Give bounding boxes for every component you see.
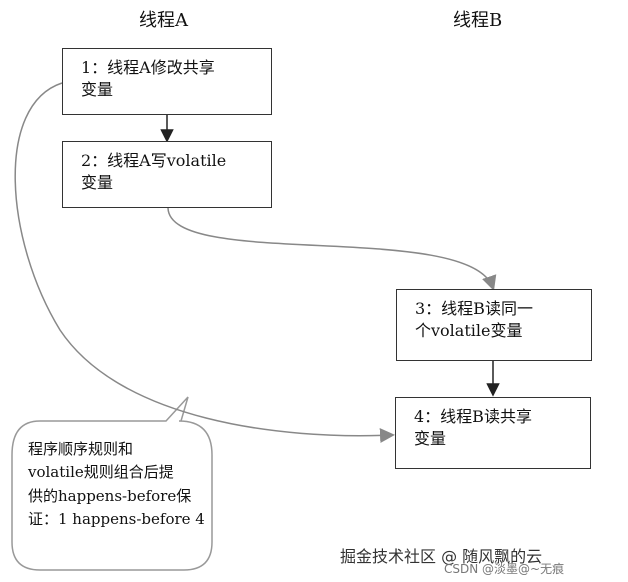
watermark-sub: CSDN @淡墨@~无痕 (444, 562, 565, 576)
step-1-box: 1：线程A修改共享 变量 (62, 48, 272, 115)
thread-b-label: 线程B (453, 10, 503, 31)
note-bubble-shape (11, 396, 213, 571)
arrow-box1-to-box4 (14, 82, 395, 444)
step-3-line-2: 个volatile变量 (415, 320, 523, 340)
rule-note-line-4: 证：1 happens-before 4 (28, 509, 205, 528)
step-2-line-1: 2：线程A写volatile (81, 151, 227, 170)
rule-note-line-3: 供的happens-before保 (28, 486, 192, 505)
watermark-main: 掘金技术社区 @ 随风飘的云 (340, 547, 543, 566)
step-3-line-1: 3：线程B读同一 (415, 299, 533, 318)
step-4-line-2: 变量 (414, 428, 447, 448)
step-3-box: 3：线程B读同一 个volatile变量 (396, 289, 592, 361)
step-2-box: 2：线程A写volatile 变量 (62, 141, 272, 208)
arrow-box2-to-box3 (167, 207, 497, 291)
rule-note: 程序顺序规则和 volatile规则组合后提 供的happens-before保… (14, 423, 210, 568)
thread-a-label: 线程A (139, 10, 188, 31)
rule-note-line-2: volatile规则组合后提 (28, 463, 174, 482)
step-4-box: 4：线程B读共享 变量 (395, 397, 591, 469)
rule-note-line-1: 程序顺序规则和 (28, 440, 134, 458)
step-4-line-1: 4：线程B读共享 (414, 407, 532, 426)
step-1-line-1: 1：线程A修改共享 (81, 58, 215, 77)
step-1-line-2: 变量 (81, 79, 114, 99)
step-2-line-2: 变量 (81, 172, 114, 192)
